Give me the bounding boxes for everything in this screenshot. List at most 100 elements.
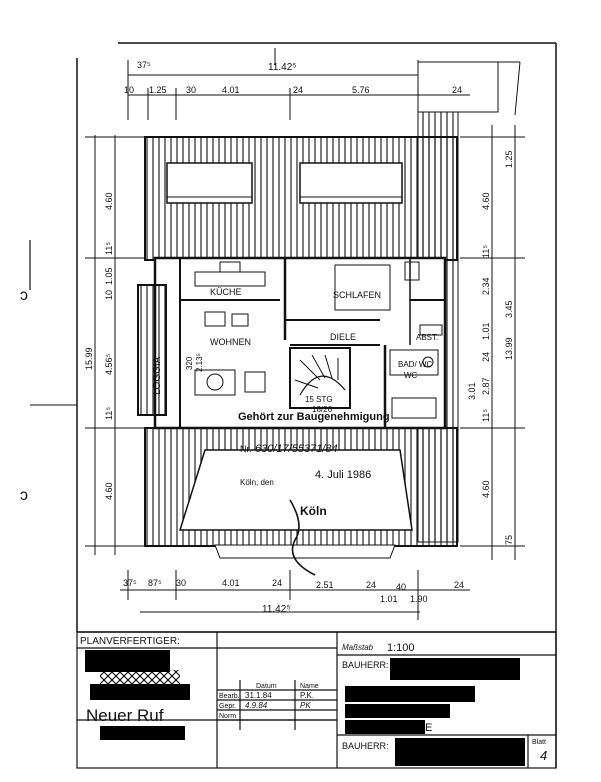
room-storage: ABST.: [416, 333, 438, 342]
stamp-city: Köln: [300, 504, 327, 518]
right-dim-label: 11⁵: [481, 409, 491, 422]
bauherr-label-2: BAUHERR:: [342, 741, 389, 751]
left-margin-mark-2: ↄ: [20, 487, 28, 504]
apartment-floor: [137, 256, 447, 430]
sign-row-date: 4.9.84: [245, 701, 268, 710]
left-margin-mark-1: ↄ: [20, 287, 28, 304]
bottom-dim-label: 24: [272, 578, 282, 588]
top-dim-label: 1.25: [149, 85, 167, 95]
room-labels: KÜCHE WOHNEN SCHLAFEN DIELE ABST. BAD/ W…: [152, 287, 438, 414]
right-dim-label: 4.60: [481, 480, 491, 498]
stair-count: 15 STG: [305, 395, 333, 404]
roof-area-bottom: [144, 427, 458, 559]
top-dim-label: 10: [124, 85, 134, 95]
right-dim-label: 11⁵: [481, 245, 491, 258]
right-dim-label: 3.01: [467, 382, 477, 400]
bottom-dim-label: 37⁵: [123, 578, 137, 588]
top-dim-label: 30: [186, 85, 196, 95]
blatt-label: Blatt: [532, 739, 546, 746]
left-dim-label: 1.05: [104, 267, 114, 285]
right-dim-label: 2.34: [481, 277, 491, 295]
top-dimension-chain: 11.42⁵ 37⁵ 10 1.25 30 4.01 24 5.76 24: [124, 48, 521, 120]
sign-header-date: Datum: [256, 683, 277, 690]
redaction-bar: [100, 670, 180, 684]
right-dim-label: 1.25: [504, 150, 514, 168]
right-dim-label: 3.45: [504, 300, 514, 318]
room-wc: WC: [404, 371, 418, 380]
planverfertiger-label: PLANVERFERTIGER:: [80, 636, 180, 647]
room-bedroom: SCHLAFEN: [333, 290, 381, 300]
right-dimension-chain: 1.25 4.60 11⁵ 2.34 3.45 1.01 3.01 2.87 2…: [460, 125, 525, 560]
right-dim-label: 4.60: [481, 192, 491, 210]
top-overall-dimension: 11.42⁵: [268, 62, 296, 73]
sign-header-name: Name: [300, 683, 319, 690]
bottom-dimension-chain: 37⁵ 87⁵ 30 4.01 24 2.51 24 1.01 40 1.90 …: [120, 570, 470, 620]
sign-row-date: 31.1.84: [245, 691, 272, 700]
left-dim-label: 11⁵: [104, 242, 114, 255]
left-overall-dimension: 15.99: [84, 347, 94, 370]
left-dim-label: 4.56⁵: [104, 353, 114, 375]
room-hall: DIELE: [330, 332, 356, 342]
room-loggia: LOGGIA: [152, 356, 163, 395]
bottom-dim-label: 40: [396, 582, 406, 592]
bottom-dim-label: 2.51: [316, 580, 334, 590]
redaction-bar: [345, 686, 475, 702]
living-dimension-2: 2.13⁵: [195, 353, 204, 372]
bottom-dim-label: 1.01: [380, 594, 398, 604]
neuer-ruf-text: Neuer Ruf: [86, 706, 164, 725]
massstab-value: 1:100: [387, 642, 415, 654]
sign-row-label: Norm: [219, 713, 236, 720]
approval-stamp: Gehört zur Baugenehmigung Nr. 630/17/553…: [238, 411, 390, 576]
stamp-den: Köln, den: [240, 478, 274, 487]
left-dim-label: 4.60: [104, 192, 114, 210]
right-overall-dimension: 13.99: [504, 337, 514, 360]
stamp-nr-value: 630/17/55371/84: [255, 443, 338, 455]
bottom-dim-label: 4.01: [222, 578, 240, 588]
top-dim-label: 24: [293, 85, 303, 95]
redaction-bar: [395, 738, 525, 766]
sign-row-label: Bearb.: [219, 693, 240, 700]
top-dim-label: 24: [452, 85, 462, 95]
stamp-nr-label: Nr.: [240, 444, 252, 454]
project-tail-text: E: [425, 722, 432, 734]
blatt-value: 4: [540, 748, 547, 763]
redaction-bar: [90, 684, 190, 700]
redaction-bar: [85, 650, 170, 672]
redaction-bar: [100, 726, 185, 740]
sign-row-name: PK: [300, 701, 311, 710]
bottom-dim-label: 87⁵: [148, 578, 162, 588]
left-dim-label: 4.60: [104, 482, 114, 500]
left-dim-label: 11⁵: [104, 407, 114, 420]
stamp-approval-text: Gehört zur Baugenehmigung: [238, 411, 390, 423]
top-dim-label: 37⁵: [137, 60, 151, 70]
living-dimension: 320: [185, 356, 194, 370]
redaction-bar: [345, 720, 425, 734]
bottom-dim-label: 24: [454, 580, 464, 590]
sign-row-name: P.K.: [300, 691, 314, 700]
room-bath: BAD/ WC: [398, 360, 432, 369]
stair-ratio: 18/26: [312, 405, 333, 414]
sign-row-label: Gepr.: [219, 703, 236, 710]
roof-area-top: [144, 136, 458, 261]
right-dim-label: 1.01: [481, 322, 491, 340]
bottom-dim-label: 1.90: [410, 594, 428, 604]
right-dim-label: 75: [504, 535, 514, 545]
top-dim-label: 4.01: [222, 85, 240, 95]
left-dimension-chain: 15.99 4.60 1.05 11⁵ 10 4.56⁵ 11⁵ 4.60: [84, 135, 145, 555]
stamp-date: 4. Juli 1986: [315, 469, 371, 481]
redaction-bar: [390, 658, 520, 680]
bottom-dim-label: 30: [176, 578, 186, 588]
right-dim-label: 2.87: [481, 377, 491, 395]
redactions: [85, 650, 525, 766]
bauherr-label: BAUHERR:: [342, 660, 389, 670]
top-dim-label: 5.76: [352, 85, 370, 95]
massstab-label: Maßstab: [342, 643, 374, 652]
room-kitchen: KÜCHE: [210, 287, 242, 297]
bottom-dim-label: 24: [366, 580, 376, 590]
room-living: WOHNEN: [210, 337, 251, 347]
right-dim-label: 24: [481, 352, 491, 362]
left-dim-label: 10: [104, 290, 114, 300]
